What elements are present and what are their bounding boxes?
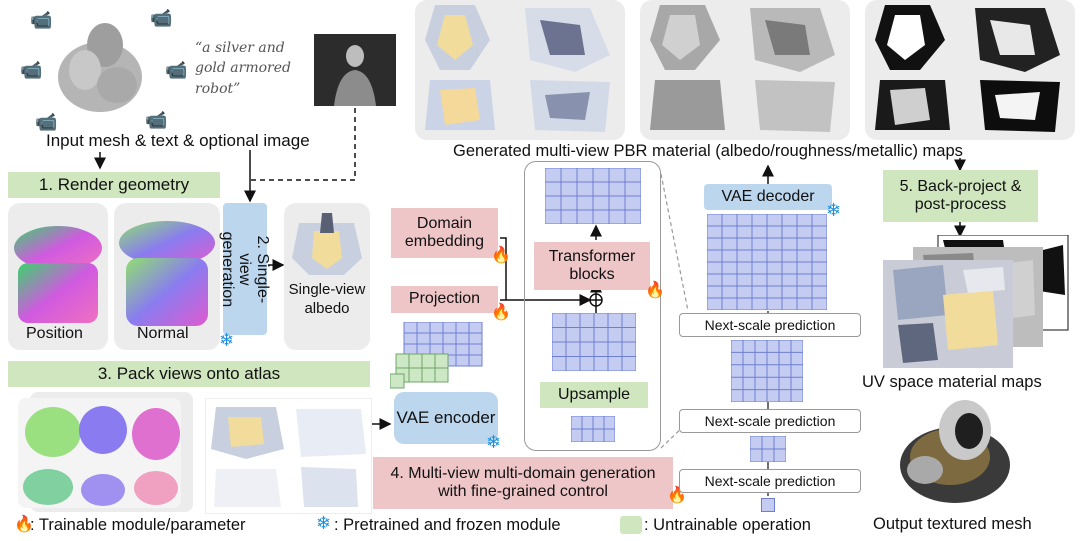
camera-icon: 📹	[35, 112, 58, 132]
step-render-geometry: 1. Render geometry	[8, 172, 220, 198]
generated-roughness-maps	[640, 0, 850, 140]
normal-map-panel	[114, 203, 220, 350]
generated-caption: Generated multi-view PBR material (albed…	[453, 142, 963, 160]
position-map-panel	[8, 203, 108, 350]
single-view-albedo-label: Single-view albedo	[288, 281, 366, 317]
input-mesh-image	[55, 15, 145, 120]
input-token-grid	[571, 416, 615, 442]
uv-material-maps	[883, 235, 1078, 370]
projection-box: Projection	[391, 286, 498, 313]
vae-encoder-box: VAE encoder	[394, 392, 498, 444]
scale-grid-single	[761, 498, 775, 512]
flame-icon: 🔥	[491, 247, 511, 264]
step-multiview-generation: 4. Multi-view multi-domain generation wi…	[373, 457, 673, 509]
packed-albedo-atlas	[205, 398, 372, 514]
camera-icon: 📹	[30, 10, 53, 30]
output-textured-mesh	[895, 395, 1015, 507]
scale-grid-large	[707, 214, 827, 310]
flame-icon: 🔥	[14, 516, 34, 533]
camera-icon: 📹	[165, 60, 188, 80]
scale-grid-small	[750, 436, 786, 462]
line-domain-embedding	[500, 237, 507, 300]
packed-normal-atlas	[8, 392, 193, 512]
text-prompt: “a silver and gold armored robot”	[195, 40, 291, 97]
generated-metallic-maps	[865, 0, 1075, 140]
next-scale-prediction-2: Next-scale prediction	[679, 409, 861, 433]
next-scale-prediction-1: Next-scale prediction	[679, 313, 861, 337]
input-caption: Input mesh & text & optional image	[46, 131, 310, 150]
camera-icon: 📹	[20, 60, 43, 80]
upsample-box: Upsample	[540, 382, 648, 408]
snowflake-icon: ❄	[219, 330, 235, 350]
next-scale-prediction-3: Next-scale prediction	[679, 469, 861, 493]
position-label: Position	[26, 325, 83, 342]
step-pack-views: 3. Pack views onto atlas	[8, 361, 370, 387]
legend-trainable: : Trainable module/parameter	[30, 516, 246, 534]
snowflake-icon: ❄	[826, 200, 842, 220]
single-view-albedo-panel	[284, 203, 370, 350]
uv-maps-caption: UV space material maps	[862, 373, 1042, 391]
snowflake-icon: ❄	[486, 432, 502, 452]
output-token-grid	[545, 168, 641, 224]
legend-frozen: : Pretrained and frozen module	[334, 516, 561, 534]
upsampled-token-grid	[552, 313, 636, 371]
vae-decoder-box: VAE decoder	[704, 184, 832, 210]
optional-reference-image	[314, 34, 396, 106]
camera-icon: 📹	[150, 8, 173, 28]
transformer-blocks-box: Transformer blocks	[534, 242, 650, 290]
domain-embedding-box: Domain embedding	[391, 208, 498, 258]
snowflake-icon: ❄	[316, 513, 332, 533]
dashed-image-path	[250, 108, 356, 181]
step-backproject: 5. Back-project & post-process	[883, 170, 1038, 222]
legend-untrainable: : Untrainable operation	[644, 516, 811, 534]
flame-icon: 🔥	[645, 282, 665, 299]
latent-grid-stack	[390, 322, 490, 392]
scale-grid-medium	[731, 340, 803, 402]
transformer-panel	[524, 161, 661, 451]
normal-label: Normal	[137, 325, 189, 342]
generated-albedo-maps	[415, 0, 625, 140]
step-single-view-generation: 2. Single-view generation	[219, 203, 271, 335]
camera-icon: 📹	[145, 110, 168, 130]
legend-green-swatch	[620, 516, 642, 534]
flame-icon: 🔥	[491, 304, 511, 321]
textured-mesh-caption: Output textured mesh	[873, 515, 1032, 533]
single-view-generation-label: 2. Single-view generation	[219, 231, 272, 307]
